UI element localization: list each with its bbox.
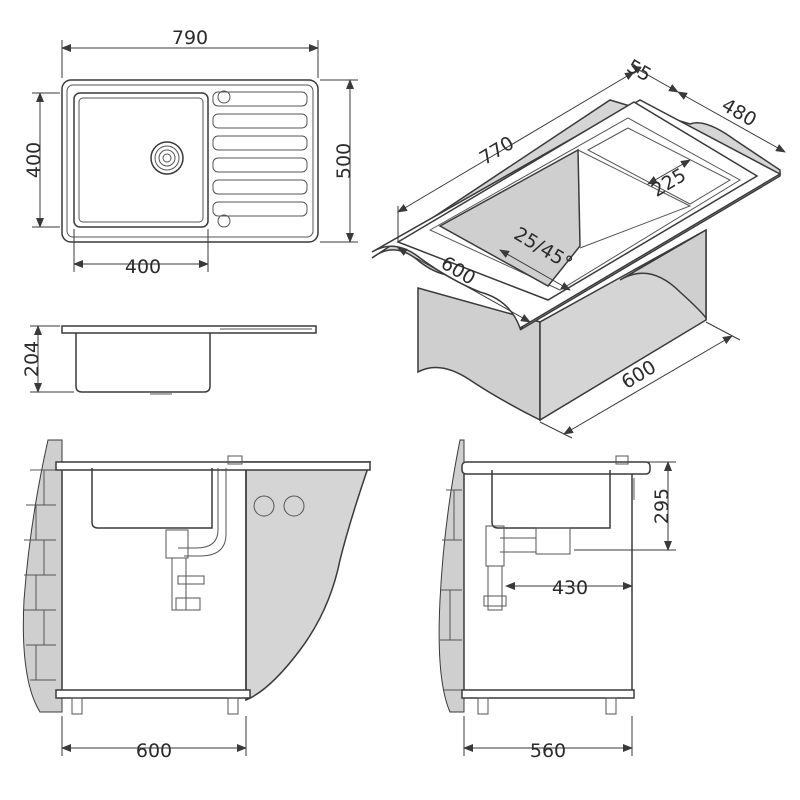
drainer-grooves [212,91,308,217]
valve-icon [253,495,275,517]
sink-outline [61,79,319,243]
bowl-side-install [491,470,611,529]
dim-bowl-depth: 400 [23,142,45,178]
bowl-front [91,468,213,529]
drain-riser [485,525,505,567]
dim-drain-offset: 430 [552,577,588,599]
bowl-side [75,333,211,393]
front-install-view: 600 [22,439,372,762]
sink-rim-side [61,325,317,334]
tap-fitting [615,455,629,465]
top-view: 790 400 500 400 [23,27,358,278]
dim-sink-length: 770 [476,132,518,170]
cabinet-base [55,689,251,699]
side-view: 204 [21,325,317,395]
dim-bowl-width: 400 [125,256,161,278]
bowl-inner [78,97,204,223]
side-install-view: 295 430 560 [438,439,676,762]
countertop-side [461,461,651,475]
wall-right-view [438,439,465,713]
cabinet-base-side [461,689,635,699]
overflow-fitting [227,455,243,465]
wall-left [22,439,63,713]
cabinet-side-panel [240,461,372,702]
dim-side-cabinet-depth: 560 [530,740,566,762]
overflow-hole-icon [217,214,231,228]
dim-bowl-height: 204 [21,341,43,377]
valve-icon [283,495,305,517]
dim-front-cabinet-width: 600 [136,740,172,762]
drain-icon [150,141,184,175]
dim-overall-width: 790 [172,27,208,49]
bowl-outline [73,92,209,228]
dim-overall-depth: 500 [333,143,355,179]
perspective-view: 770 55 480 225 25/45° 600 600 [371,55,786,439]
sink-rim [66,84,314,238]
drain-trap-side [535,527,571,555]
tap-hole-icon [217,90,231,104]
dim-install-height: 295 [651,488,673,524]
foot-right [605,697,617,715]
drain-trap [165,529,189,559]
foot-left [71,697,83,715]
dim-rim-width: 55 [623,55,655,86]
cabinet-back [619,228,707,321]
drain-pipe-side [487,565,503,611]
foot-left [477,697,489,715]
foot-right [227,697,239,715]
countertop-front [55,461,371,471]
